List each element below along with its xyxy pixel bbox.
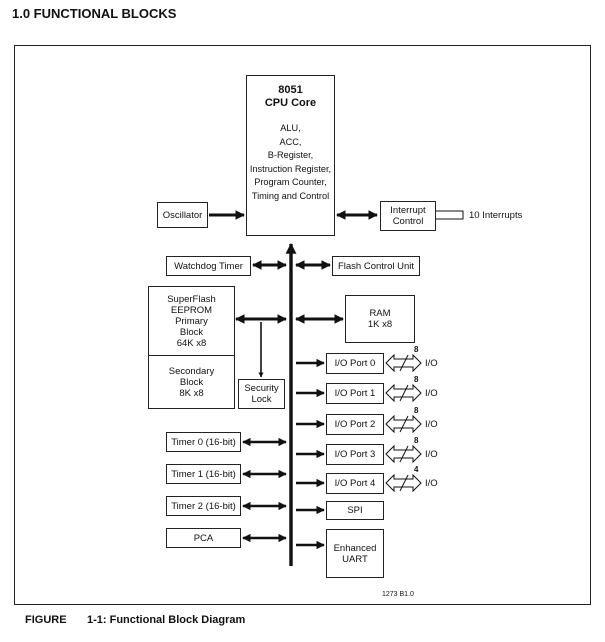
io-port-1-block: I/O Port 1 <box>326 383 384 404</box>
pca-block: PCA <box>166 528 241 548</box>
ram-label: RAM <box>369 308 391 319</box>
interrupt-control-block: Interrupt Control <box>380 201 436 231</box>
watchdog-timer-block: Watchdog Timer <box>166 256 251 276</box>
oscillator-block: Oscillator <box>157 202 208 228</box>
timer-0-block: Timer 0 (16-bit) <box>166 432 241 452</box>
cpu-feature-timing-control: Timing and Control <box>251 190 330 201</box>
io-port-0-io-label: I/O <box>425 358 438 369</box>
io-port-2-io-label: I/O <box>425 419 438 430</box>
interrupt-control-line1: Interrupt <box>390 205 426 216</box>
primary-block-line2: EEPROM <box>170 304 213 316</box>
timer-2-block: Timer 2 (16-bit) <box>166 496 241 516</box>
secondary-block-line1: Secondary <box>168 365 215 377</box>
security-lock-line1: Security <box>244 383 279 394</box>
cpu-core-features: ALU, ACC, B-Register, Instruction Regist… <box>250 122 331 203</box>
io-port-0-width: 8 <box>414 345 419 354</box>
io-port-1-io-label: I/O <box>425 388 438 399</box>
primary-block-size: 64K x8 <box>176 337 207 349</box>
io-port-3-io-label: I/O <box>425 449 438 460</box>
part-code: 1273 B1.0 <box>382 591 414 598</box>
io-port-1-width: 8 <box>414 375 419 384</box>
io-port-2-block: I/O Port 2 <box>326 414 384 435</box>
timer-1-block: Timer 1 (16-bit) <box>166 464 241 484</box>
io-port-3-block: I/O Port 3 <box>326 444 384 465</box>
secondary-block-line2: Block <box>179 376 204 388</box>
secondary-block-size: 8K x8 <box>179 387 204 399</box>
uart-line2: UART <box>342 553 368 565</box>
uart-line1: Enhanced <box>333 542 377 554</box>
primary-block-line1: SuperFlash <box>167 293 216 305</box>
io-port-2-width: 8 <box>414 406 419 415</box>
io-port-4-block: I/O Port 4 <box>326 473 384 494</box>
io-port-4-width: 4 <box>414 465 419 474</box>
security-lock-block: Security Lock <box>238 379 285 409</box>
diagram-frame <box>14 45 591 605</box>
flash-control-unit-block: Flash Control Unit <box>332 256 420 276</box>
uart-block: Enhanced UART <box>326 529 384 578</box>
primary-block-line4: Block <box>179 326 204 338</box>
cpu-feature-alu: ALU, <box>280 123 301 133</box>
cpu-feature-b-register: B-Register, <box>267 150 314 160</box>
figure-caption-text: 1-1: Functional Block Diagram <box>87 614 246 626</box>
ram-size: 1K x8 <box>367 319 393 330</box>
primary-block: SuperFlash EEPROM Primary Block 64K x8 <box>148 286 235 356</box>
cpu-core-block: 8051 CPU Core ALU, ACC, B-Register, Inst… <box>246 75 335 236</box>
figure-caption-label: FIGURE <box>25 614 67 626</box>
cpu-feature-instruction-register: Instruction Register, <box>249 163 332 174</box>
interrupt-control-line2: Control <box>392 216 424 227</box>
interrupts-input-label: 10 Interrupts <box>469 210 523 221</box>
io-port-3-width: 8 <box>414 436 419 445</box>
figure-caption: FIGURE 1-1: Functional Block Diagram <box>25 614 245 626</box>
cpu-core-number: 8051 <box>278 84 303 96</box>
io-port-0-block: I/O Port 0 <box>326 353 384 374</box>
cpu-feature-program-counter: Program Counter, <box>254 177 327 187</box>
cpu-core-title: CPU Core <box>264 97 317 109</box>
cpu-feature-acc: ACC, <box>279 136 302 147</box>
io-port-4-io-label: I/O <box>425 478 438 489</box>
security-lock-line2: Lock <box>251 394 272 405</box>
ram-block: RAM 1K x8 <box>345 295 415 343</box>
spi-block: SPI <box>326 501 384 520</box>
primary-block-line3: Primary <box>175 315 208 327</box>
secondary-block: Secondary Block 8K x8 <box>148 355 235 409</box>
section-heading: 1.0 FUNCTIONAL BLOCKS <box>12 6 177 21</box>
